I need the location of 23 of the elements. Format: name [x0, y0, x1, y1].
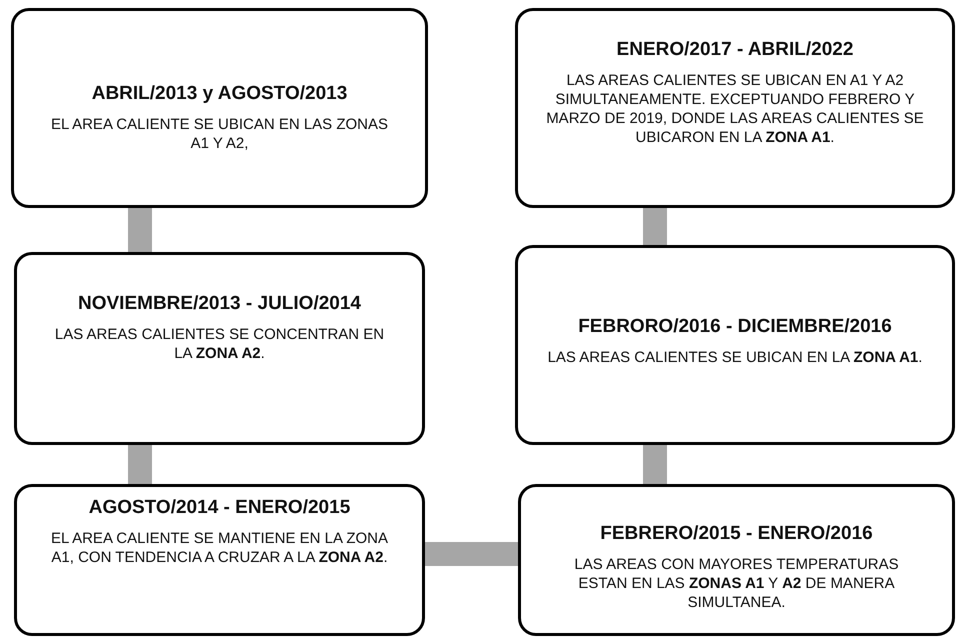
period-heading: ABRIL/2013 y AGOSTO/2013 — [90, 83, 348, 105]
period-box — [14, 484, 425, 636]
period-description: LAS AREAS CON MAYORES TEMPERATURAS ESTAN EN LAS ZONAS A1 Y A2 DE MANERA SIMULTANEA. — [573, 555, 900, 612]
period-box — [518, 484, 955, 636]
connector-bar — [128, 445, 152, 484]
period-description: LAS AREAS CALIENTES SE CONCENTRAN EN LA ZONA A2. — [54, 325, 386, 363]
period-box — [515, 245, 955, 445]
period-heading: FEBRORO/2016 - DICIEMBRE/2016 — [577, 316, 893, 338]
connector-bar — [643, 208, 667, 245]
period-description: LAS AREAS CALIENTES SE UBICAN EN LA ZONA A1. — [546, 348, 924, 367]
connector-bar — [425, 542, 518, 566]
connector-bar — [128, 208, 152, 252]
period-box — [14, 252, 425, 445]
period-heading: ENERO/2017 - ABRIL/2022 — [616, 39, 854, 61]
period-heading: NOVIEMBRE/2013 - JULIO/2014 — [77, 293, 362, 315]
period-description: EL AREA CALIENTE SE UBICAN EN LAS ZONAS A1 Y A2, — [50, 115, 390, 153]
period-box — [11, 8, 428, 208]
period-heading: AGOSTO/2014 - ENERO/2015 — [88, 497, 352, 519]
period-box — [515, 8, 955, 208]
period-description: LAS AREAS CALIENTES SE UBICAN EN A1 Y A2 SIMULTANEAMENTE. EXCEPTUANDO FEBRERO Y MARZO DE 2019, DONDE LAS AREAS CALIENTES SE UBICARON EN LA ZONA A1. — [546, 71, 924, 147]
period-heading: FEBRERO/2015 - ENERO/2016 — [599, 523, 874, 545]
connector-bar — [643, 445, 667, 484]
period-description: EL AREA CALIENTE SE MANTIENE EN LA ZONA A1, CON TENDENCIA A CRUZAR A LA ZONA A2. — [50, 529, 390, 567]
